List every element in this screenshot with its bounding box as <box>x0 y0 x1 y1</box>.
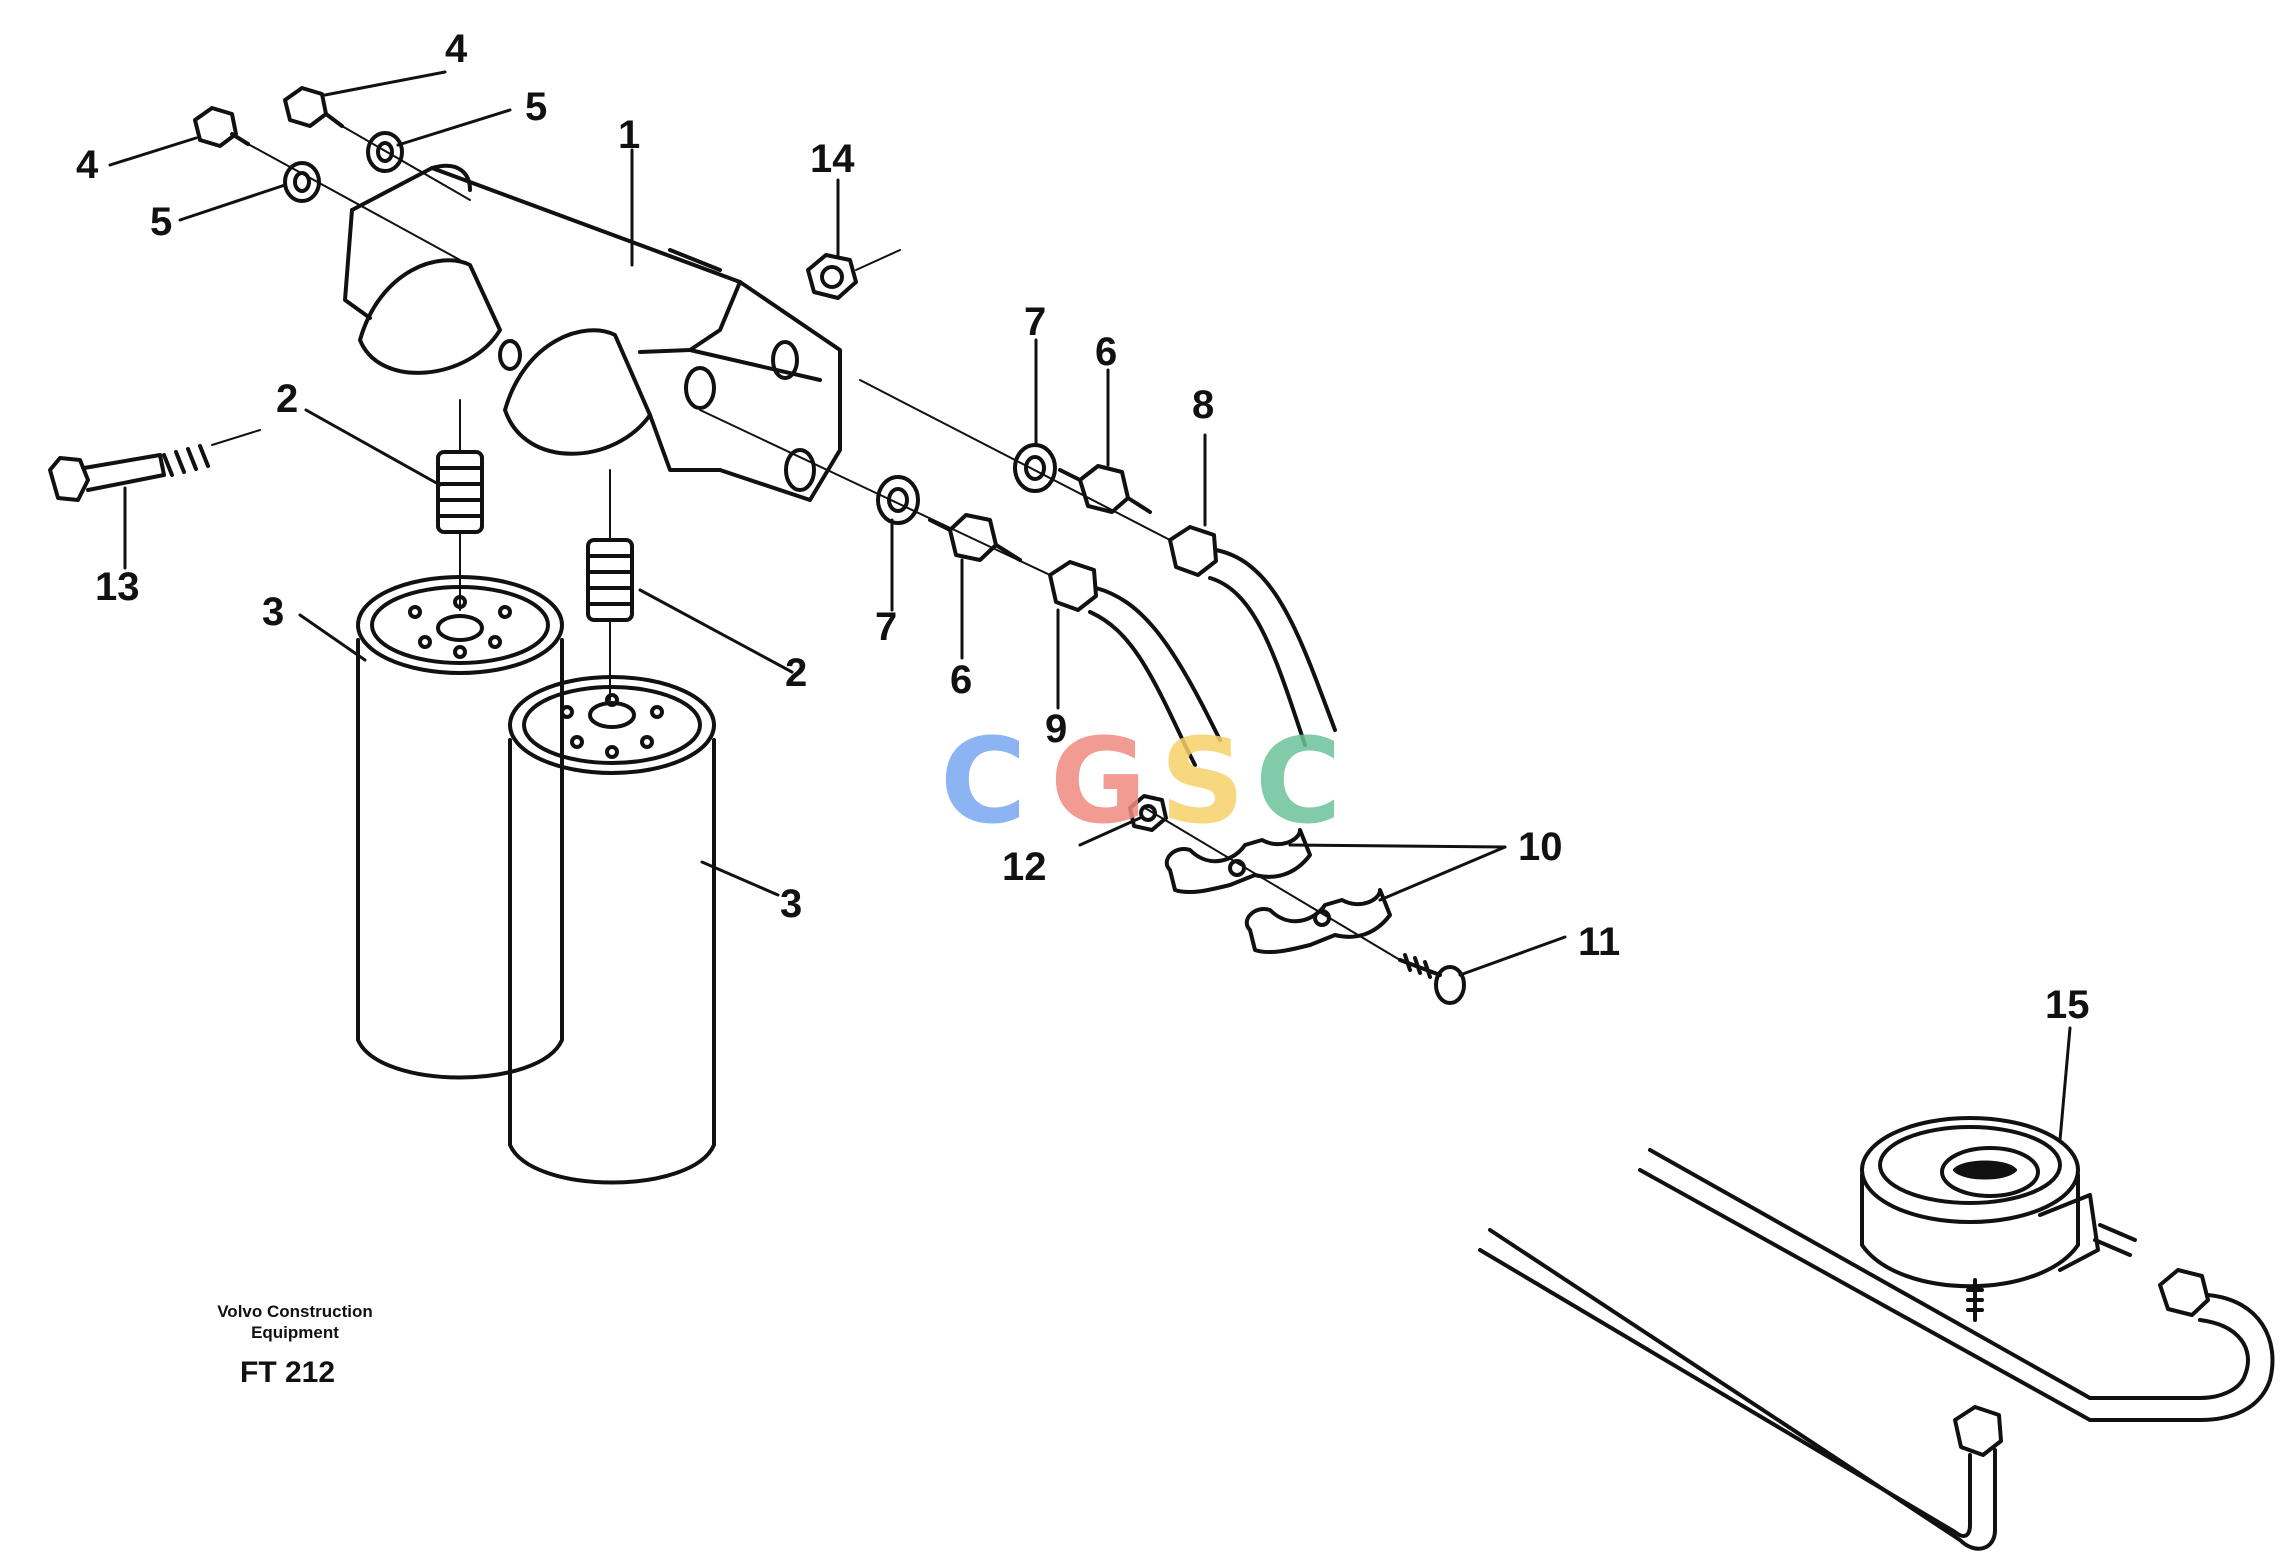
screw-11 <box>1144 807 1466 1005</box>
callout-5a: 5 <box>525 85 547 129</box>
leader-lines <box>108 70 2072 1142</box>
filter-head-bracket <box>343 163 842 502</box>
watermark-letter-c1: C <box>940 712 1027 850</box>
callout-6b: 6 <box>950 658 972 702</box>
filter-cartridge-right <box>508 675 716 1185</box>
callout-5b: 5 <box>150 200 172 244</box>
watermark-letter-c2: C <box>1255 712 1342 850</box>
lower-hose-assembly <box>699 409 1222 767</box>
callout-3a: 3 <box>262 590 284 634</box>
nut-12 <box>1128 794 1168 832</box>
callout-7b: 7 <box>875 605 897 649</box>
publisher-line-1: Volvo Construction <box>217 1302 373 1321</box>
callout-4a: 4 <box>445 27 468 71</box>
filter-cartridge-left <box>356 575 564 1080</box>
figure-code: FT 212 <box>240 1356 336 1389</box>
callout-4b: 4 <box>76 143 99 187</box>
callout-2b: 2 <box>785 651 807 695</box>
callout-13: 13 <box>95 565 140 609</box>
callout-8: 8 <box>1192 383 1214 427</box>
upper-hose-assembly <box>859 379 1337 747</box>
publisher-line-2: Equipment <box>251 1323 339 1342</box>
watermark-letter-g: G <box>1050 712 1147 850</box>
callout-9: 9 <box>1045 707 1067 751</box>
remote-filter-adapter <box>1478 1116 2275 1551</box>
callout-1: 1 <box>618 113 640 157</box>
callout-12: 12 <box>1002 845 1047 889</box>
callout-labels: 1 2 2 3 3 4 4 5 5 6 6 7 7 8 9 10 11 12 1… <box>76 27 2090 1027</box>
callout-15: 15 <box>2045 983 2090 1027</box>
nut-14 <box>806 249 901 300</box>
threaded-nipple-right <box>586 469 634 701</box>
callout-3b: 3 <box>780 882 802 926</box>
callout-14: 14 <box>810 137 855 181</box>
watermark-letter-s: S <box>1160 712 1245 850</box>
callout-10: 10 <box>1518 825 1563 869</box>
callout-6a: 6 <box>1095 330 1117 374</box>
callout-11: 11 <box>1578 920 1620 964</box>
callout-7a: 7 <box>1024 300 1046 344</box>
cgsc-watermark: C G S C <box>940 712 1342 850</box>
adapter-fittings-top-left <box>193 86 471 261</box>
bolt-13 <box>48 429 261 502</box>
callout-2a: 2 <box>276 377 298 421</box>
